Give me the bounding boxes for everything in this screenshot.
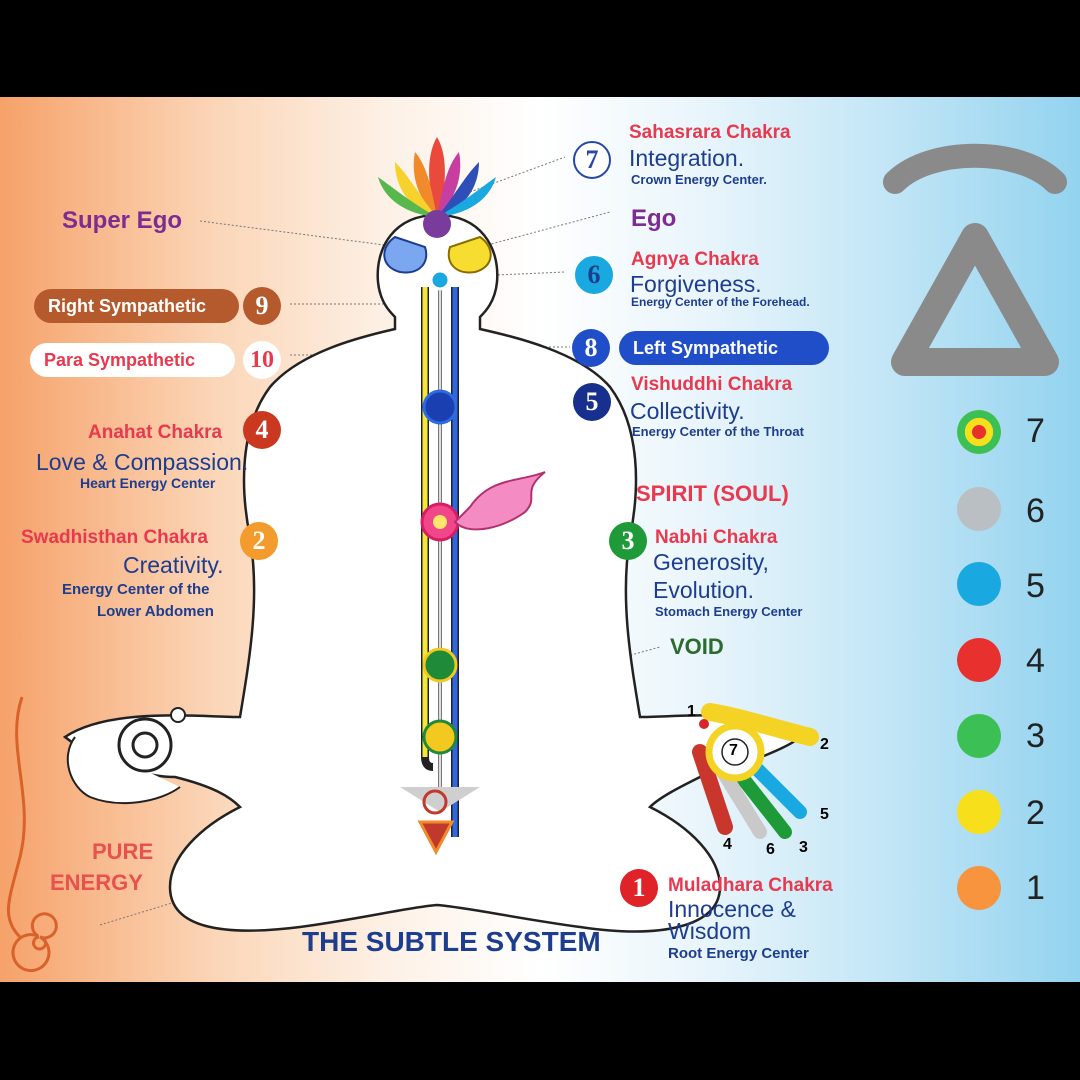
legend-dot-3 — [957, 714, 1001, 758]
chakra-6-number: 6 — [573, 254, 615, 296]
super-ego-label: Super Ego — [62, 207, 183, 234]
left-hand — [66, 707, 186, 804]
kundalini-coil — [422, 789, 448, 815]
ego-shape — [447, 235, 492, 274]
pure-label: PURE — [92, 839, 154, 864]
hand-number-5: 5 — [820, 806, 829, 823]
legend-value-2: 2 — [1026, 794, 1045, 832]
muladhara-name: Muladhara Chakra — [668, 875, 833, 896]
sahasrara-name: Sahasrara Chakra — [629, 122, 791, 143]
legend-value-7: 7 — [1026, 412, 1045, 450]
legend-dot-6 — [957, 487, 1001, 531]
muladhara-center: Root Energy Center — [668, 945, 809, 962]
right-sympathetic-pill: Right Sympathetic — [34, 289, 239, 323]
channel-9-number: 9 — [243, 287, 281, 325]
channel-10-number: 10 — [243, 341, 281, 379]
spirit-label: SPIRIT (SOUL) — [636, 481, 789, 506]
right-hand-fingers — [692, 703, 819, 839]
pure-energy-spiral — [6, 696, 58, 973]
chakra-7-number: 7 — [573, 141, 611, 179]
anahat-center: Heart Energy Center — [80, 475, 216, 491]
anahat-core — [433, 515, 447, 529]
legend-value-1: 1 — [1026, 869, 1045, 907]
channel-8-number: 8 — [572, 329, 610, 367]
legend-dot-2 — [957, 790, 1001, 834]
anahat-name: Anahat Chakra — [88, 422, 223, 443]
swadhisthan-center-1: Energy Center of the — [62, 581, 210, 598]
super-ego-shape — [383, 235, 428, 274]
hand-number-6: 6 — [766, 841, 775, 858]
chakra-5-number: 5 — [573, 383, 611, 421]
agnya-quality: Forgiveness. — [630, 271, 762, 297]
swadhisthan-quality: Creativity. — [123, 552, 224, 578]
vishuddhi-name: Vishuddhi Chakra — [631, 374, 793, 395]
swadhisthan-name: Swadhisthan Chakra — [21, 527, 208, 548]
vishuddhi-wheel — [422, 389, 458, 425]
hand-number-3: 3 — [799, 839, 808, 856]
hand-number-7: 7 — [729, 742, 738, 759]
legend-dot-4 — [957, 638, 1001, 682]
chakra-2-number: 2 — [240, 522, 278, 560]
diagram-title: THE SUBTLE SYSTEM — [302, 926, 601, 957]
void-label: VOID — [670, 634, 724, 659]
ego-label: Ego — [631, 205, 677, 232]
nabhi-wheel — [422, 647, 458, 683]
meditating-figure — [6, 137, 819, 973]
agnya-wheel — [429, 269, 451, 291]
vishuddhi-center: Energy Center of the Throat — [632, 424, 804, 439]
body-outline — [62, 213, 802, 933]
legend-dot-1 — [957, 866, 1001, 910]
spirit-flame — [453, 471, 546, 531]
legend-value-4: 4 — [1026, 642, 1045, 680]
legend-value-5: 5 — [1026, 567, 1045, 605]
sahasrara-quality: Integration. — [629, 145, 745, 171]
hand-number-1: 1 — [687, 703, 696, 720]
chakra-4-number: 4 — [243, 411, 281, 449]
nabhi-quality-2: Evolution. — [653, 577, 755, 603]
nabhi-center: Stomach Energy Center — [655, 604, 803, 619]
chakra-3-number: 3 — [609, 522, 647, 560]
chakra-1-number: 1 — [620, 869, 658, 907]
nabhi-name: Nabhi Chakra — [655, 527, 778, 548]
muladhara-quality-2: Wisdom — [668, 918, 752, 944]
anahat-quality: Love & Compassion. — [36, 449, 249, 475]
subtle-system-diagram: 7 Sahasrara Chakra Integration. Crown En… — [0, 97, 1080, 982]
energy-label: ENERGY — [50, 870, 143, 895]
sahasrara-center: Crown Energy Center. — [631, 172, 767, 187]
legend-dot-5 — [957, 562, 1001, 606]
para-sympathetic-pill: Para Sympathetic — [30, 343, 235, 377]
left-sympathetic-pill: Left Sympathetic — [619, 331, 829, 365]
vishuddhi-quality: Collectivity. — [630, 398, 745, 424]
legend-value-3: 3 — [1026, 717, 1045, 755]
legend-dot-7 — [957, 410, 1001, 454]
legend-value-6: 6 — [1026, 492, 1045, 530]
agnya-name: Agnya Chakra — [631, 249, 759, 270]
hand-number-4: 4 — [723, 836, 732, 853]
agnya-center: Energy Center of the Forehead. — [631, 295, 810, 309]
logo-mark — [883, 143, 1067, 376]
hand-number-2: 2 — [820, 736, 829, 753]
nabhi-quality-1: Generosity, — [653, 549, 769, 575]
sahasrara-lotus — [378, 137, 496, 238]
swadhisthan-center-2: Lower Abdomen — [97, 603, 214, 620]
muladhara-wheel — [417, 820, 455, 856]
muladhara-quality-1: Innocence & — [668, 896, 796, 922]
swadhisthan-wheel — [422, 719, 458, 755]
